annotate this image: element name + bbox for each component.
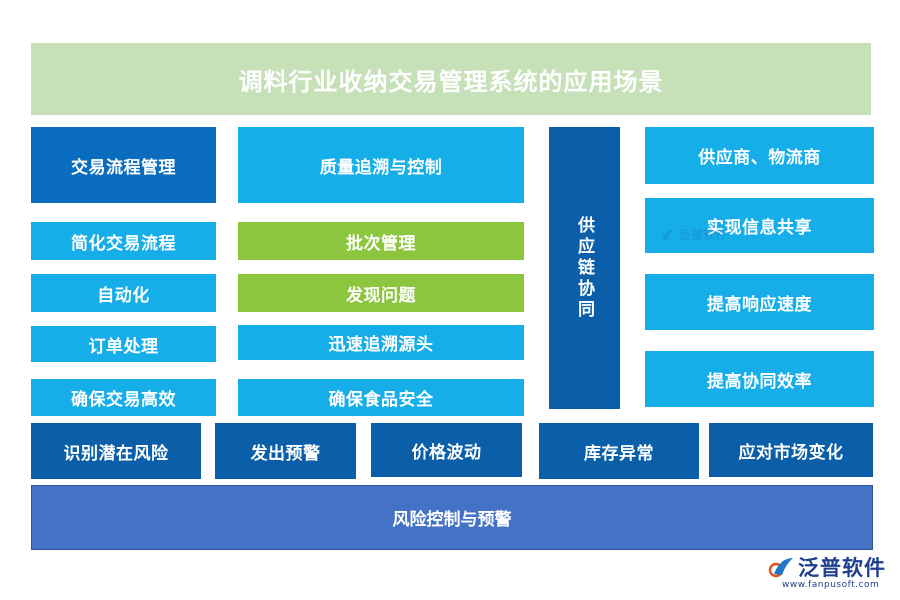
- risk-item-4: 库存异常: [539, 423, 699, 479]
- brand-leaf-icon: [768, 558, 793, 578]
- brand-url: www.fanpusoft.com: [782, 580, 880, 590]
- middle-column-header: 质量追溯与控制: [238, 127, 524, 203]
- left-column-header: 交易流程管理: [31, 127, 216, 203]
- brand-logo: 泛普软件 www.fanpusoft.com: [768, 552, 886, 590]
- risk-item-3: 价格波动: [371, 423, 522, 477]
- left-item-1: 简化交易流程: [31, 222, 216, 260]
- watermark-text: 泛普软件: [679, 228, 728, 242]
- left-item-3: 订单处理: [31, 326, 216, 362]
- brand-name: 泛普软件: [798, 556, 886, 580]
- right-item-1: 供应商、物流商: [645, 127, 874, 184]
- left-item-4: 确保交易高效: [31, 379, 216, 416]
- right-item-4: 提高协同效率: [645, 351, 874, 407]
- risk-item-5: 应对市场变化: [709, 423, 873, 477]
- supply-chain-bar: 供应链协同: [549, 127, 620, 409]
- risk-item-1: 识别潜在风险: [31, 423, 201, 479]
- bottom-bar: 风险控制与预警: [31, 485, 873, 550]
- middle-item-2: 发现问题: [238, 274, 524, 312]
- supply-chain-label: 供应链协同: [574, 215, 594, 321]
- right-item-3: 提高响应速度: [645, 274, 874, 330]
- watermark: 泛普软件: [660, 226, 727, 243]
- middle-item-4: 确保食品安全: [238, 379, 524, 416]
- middle-item-3: 迅速追溯源头: [238, 325, 524, 360]
- right-item-2: 实现信息共享: [645, 198, 874, 253]
- left-item-2: 自动化: [31, 274, 216, 312]
- middle-item-1: 批次管理: [238, 222, 524, 260]
- watermark-logo-icon: [662, 229, 674, 240]
- diagram-title: 调料行业收纳交易管理系统的应用场景: [31, 43, 871, 115]
- risk-item-2: 发出预警: [215, 423, 356, 479]
